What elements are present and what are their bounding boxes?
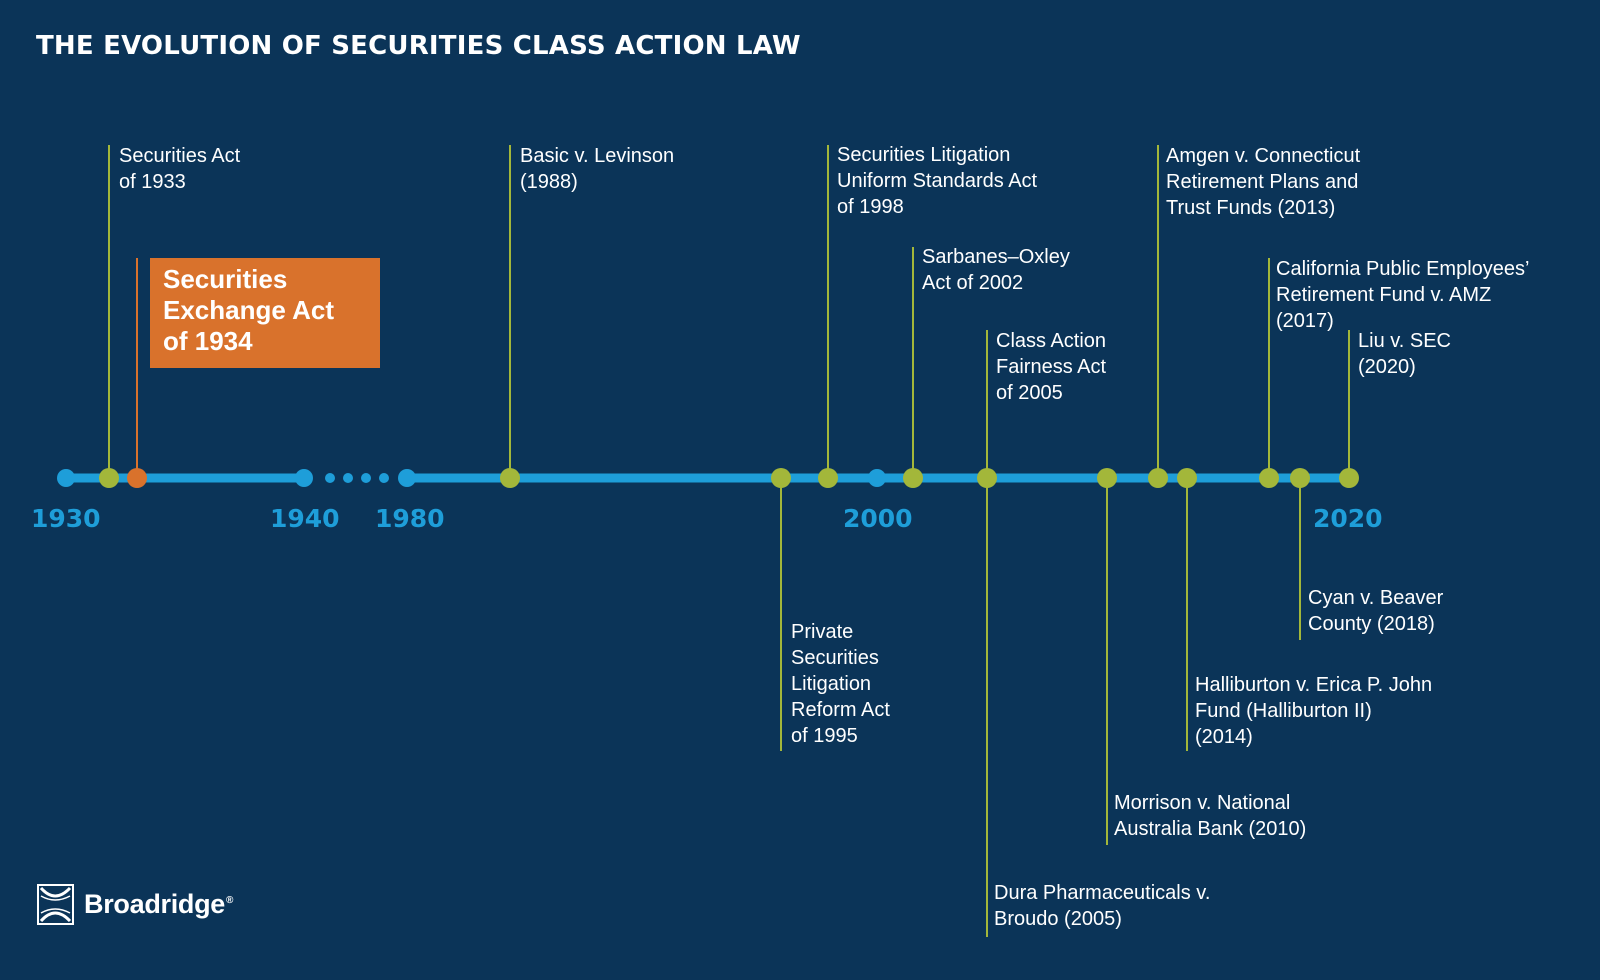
highlight-exchange-act-1934: Securities Exchange Act of 1934	[150, 258, 380, 368]
event-dot-calpers	[1259, 468, 1279, 488]
event-dots	[99, 468, 1359, 488]
event-label-cafa-2005: Class Action Fairness Act of 2005	[996, 330, 1107, 404]
event-label-slusa-1998: Securities Litigation Uniform Standards …	[837, 144, 1038, 218]
broadridge-wordmark: Broadridge®	[84, 889, 233, 920]
page-title: THE EVOLUTION OF SECURITIES CLASS ACTION…	[36, 31, 801, 61]
year-marker-1930	[57, 469, 75, 487]
event-dot-slusa-1998	[818, 468, 838, 488]
event-dot-liu-v-sec	[1339, 468, 1359, 488]
event-label-morrison: Morrison v. National Australia Bank (201…	[1114, 792, 1307, 840]
event-label-liu-v-sec: Liu v. SEC (2020)	[1358, 330, 1451, 378]
event-label-basic-v-levinson: Basic v. Levinson (1988)	[520, 145, 675, 193]
event-label-dura: Dura Pharmaceuticals v. Broudo (2005)	[994, 882, 1211, 930]
event-dot-halliburton	[1177, 468, 1197, 488]
axis-gap-dot	[343, 473, 353, 483]
event-label-pslra-1995: Private Securities Litigation Reform Act…	[791, 621, 890, 747]
event-dot-sarbanes-oxley	[903, 468, 923, 488]
year-label-1980: 1980	[375, 504, 445, 533]
event-dot-securities-act-1933	[99, 468, 119, 488]
event-dot-amgen	[1148, 468, 1168, 488]
event-label-halliburton: Halliburton v. Erica P. John Fund (Halli…	[1195, 674, 1433, 748]
logo-name: Broadridge	[84, 889, 226, 919]
year-markers	[57, 469, 886, 487]
year-label-1930: 1930	[31, 504, 101, 533]
axis-gap-dot	[379, 473, 389, 483]
event-dot-cafa-dura-2005	[977, 468, 997, 488]
event-label-sarbanes-oxley: Sarbanes–Oxley Act of 2002	[922, 246, 1070, 294]
event-label-securities-act-1933: Securities Act of 1933	[119, 145, 241, 193]
logo-registered-mark: ®	[226, 895, 234, 906]
event-dot-basic-v-levinson	[500, 468, 520, 488]
connector-lines	[108, 145, 1350, 937]
event-dot-cyan	[1290, 468, 1310, 488]
year-marker-2000	[868, 469, 886, 487]
year-label-1940: 1940	[270, 504, 340, 533]
event-label-calpers: California Public Employees’ Retirement …	[1276, 258, 1530, 332]
event-dot-morrison	[1097, 468, 1117, 488]
year-marker-1980	[398, 469, 416, 487]
axis-gap-dot	[325, 473, 335, 483]
event-label-cyan: Cyan v. Beaver County (2018)	[1308, 587, 1444, 635]
event-dot-exchange-act-1934	[127, 468, 147, 488]
year-marker-1940	[295, 469, 313, 487]
broadridge-logo-icon	[37, 884, 74, 925]
event-dot-pslra-1995	[771, 468, 791, 488]
axis-gap-dot	[361, 473, 371, 483]
broadridge-logo: Broadridge®	[37, 884, 233, 925]
year-label-2020: 2020	[1313, 504, 1383, 533]
event-label-amgen: Amgen v. Connecticut Retirement Plans an…	[1166, 145, 1361, 219]
year-label-2000: 2000	[843, 504, 913, 533]
